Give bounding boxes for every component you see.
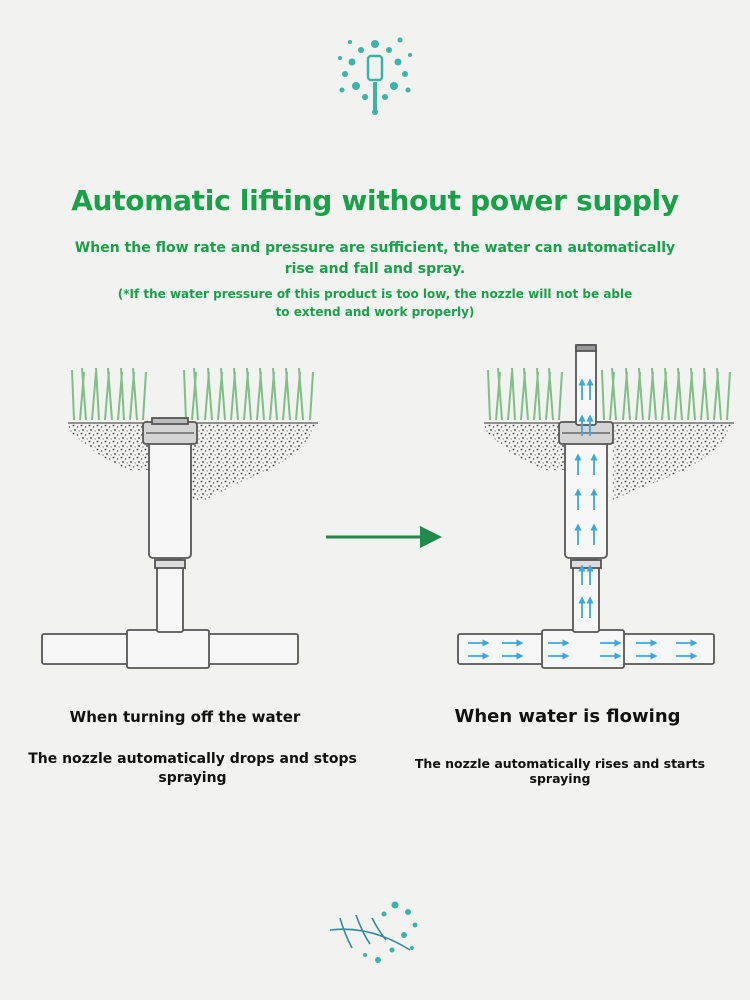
right-grass: [487, 367, 731, 421]
right-panel-title: When water is flowing: [454, 706, 681, 727]
right-panel-description: The nozzle automatically rises and start…: [414, 756, 706, 786]
left-panel-description: The nozzle automatically drops and stops…: [28, 751, 357, 786]
left-grass: [71, 367, 314, 421]
left-sprinkler: [41, 417, 299, 669]
left-panel-title: When turning off the water: [69, 708, 301, 726]
page-title: Automatic lifting without power supply: [71, 184, 679, 217]
page-subtitle: When the flow rate and pressure are suff…: [74, 240, 676, 277]
pressure-note: (*If the water pressure of this product …: [117, 287, 633, 319]
direction-arrow-icon: [326, 526, 442, 548]
water-flow-arrow-icon: [468, 378, 698, 660]
right-sprinkler: [457, 344, 715, 669]
